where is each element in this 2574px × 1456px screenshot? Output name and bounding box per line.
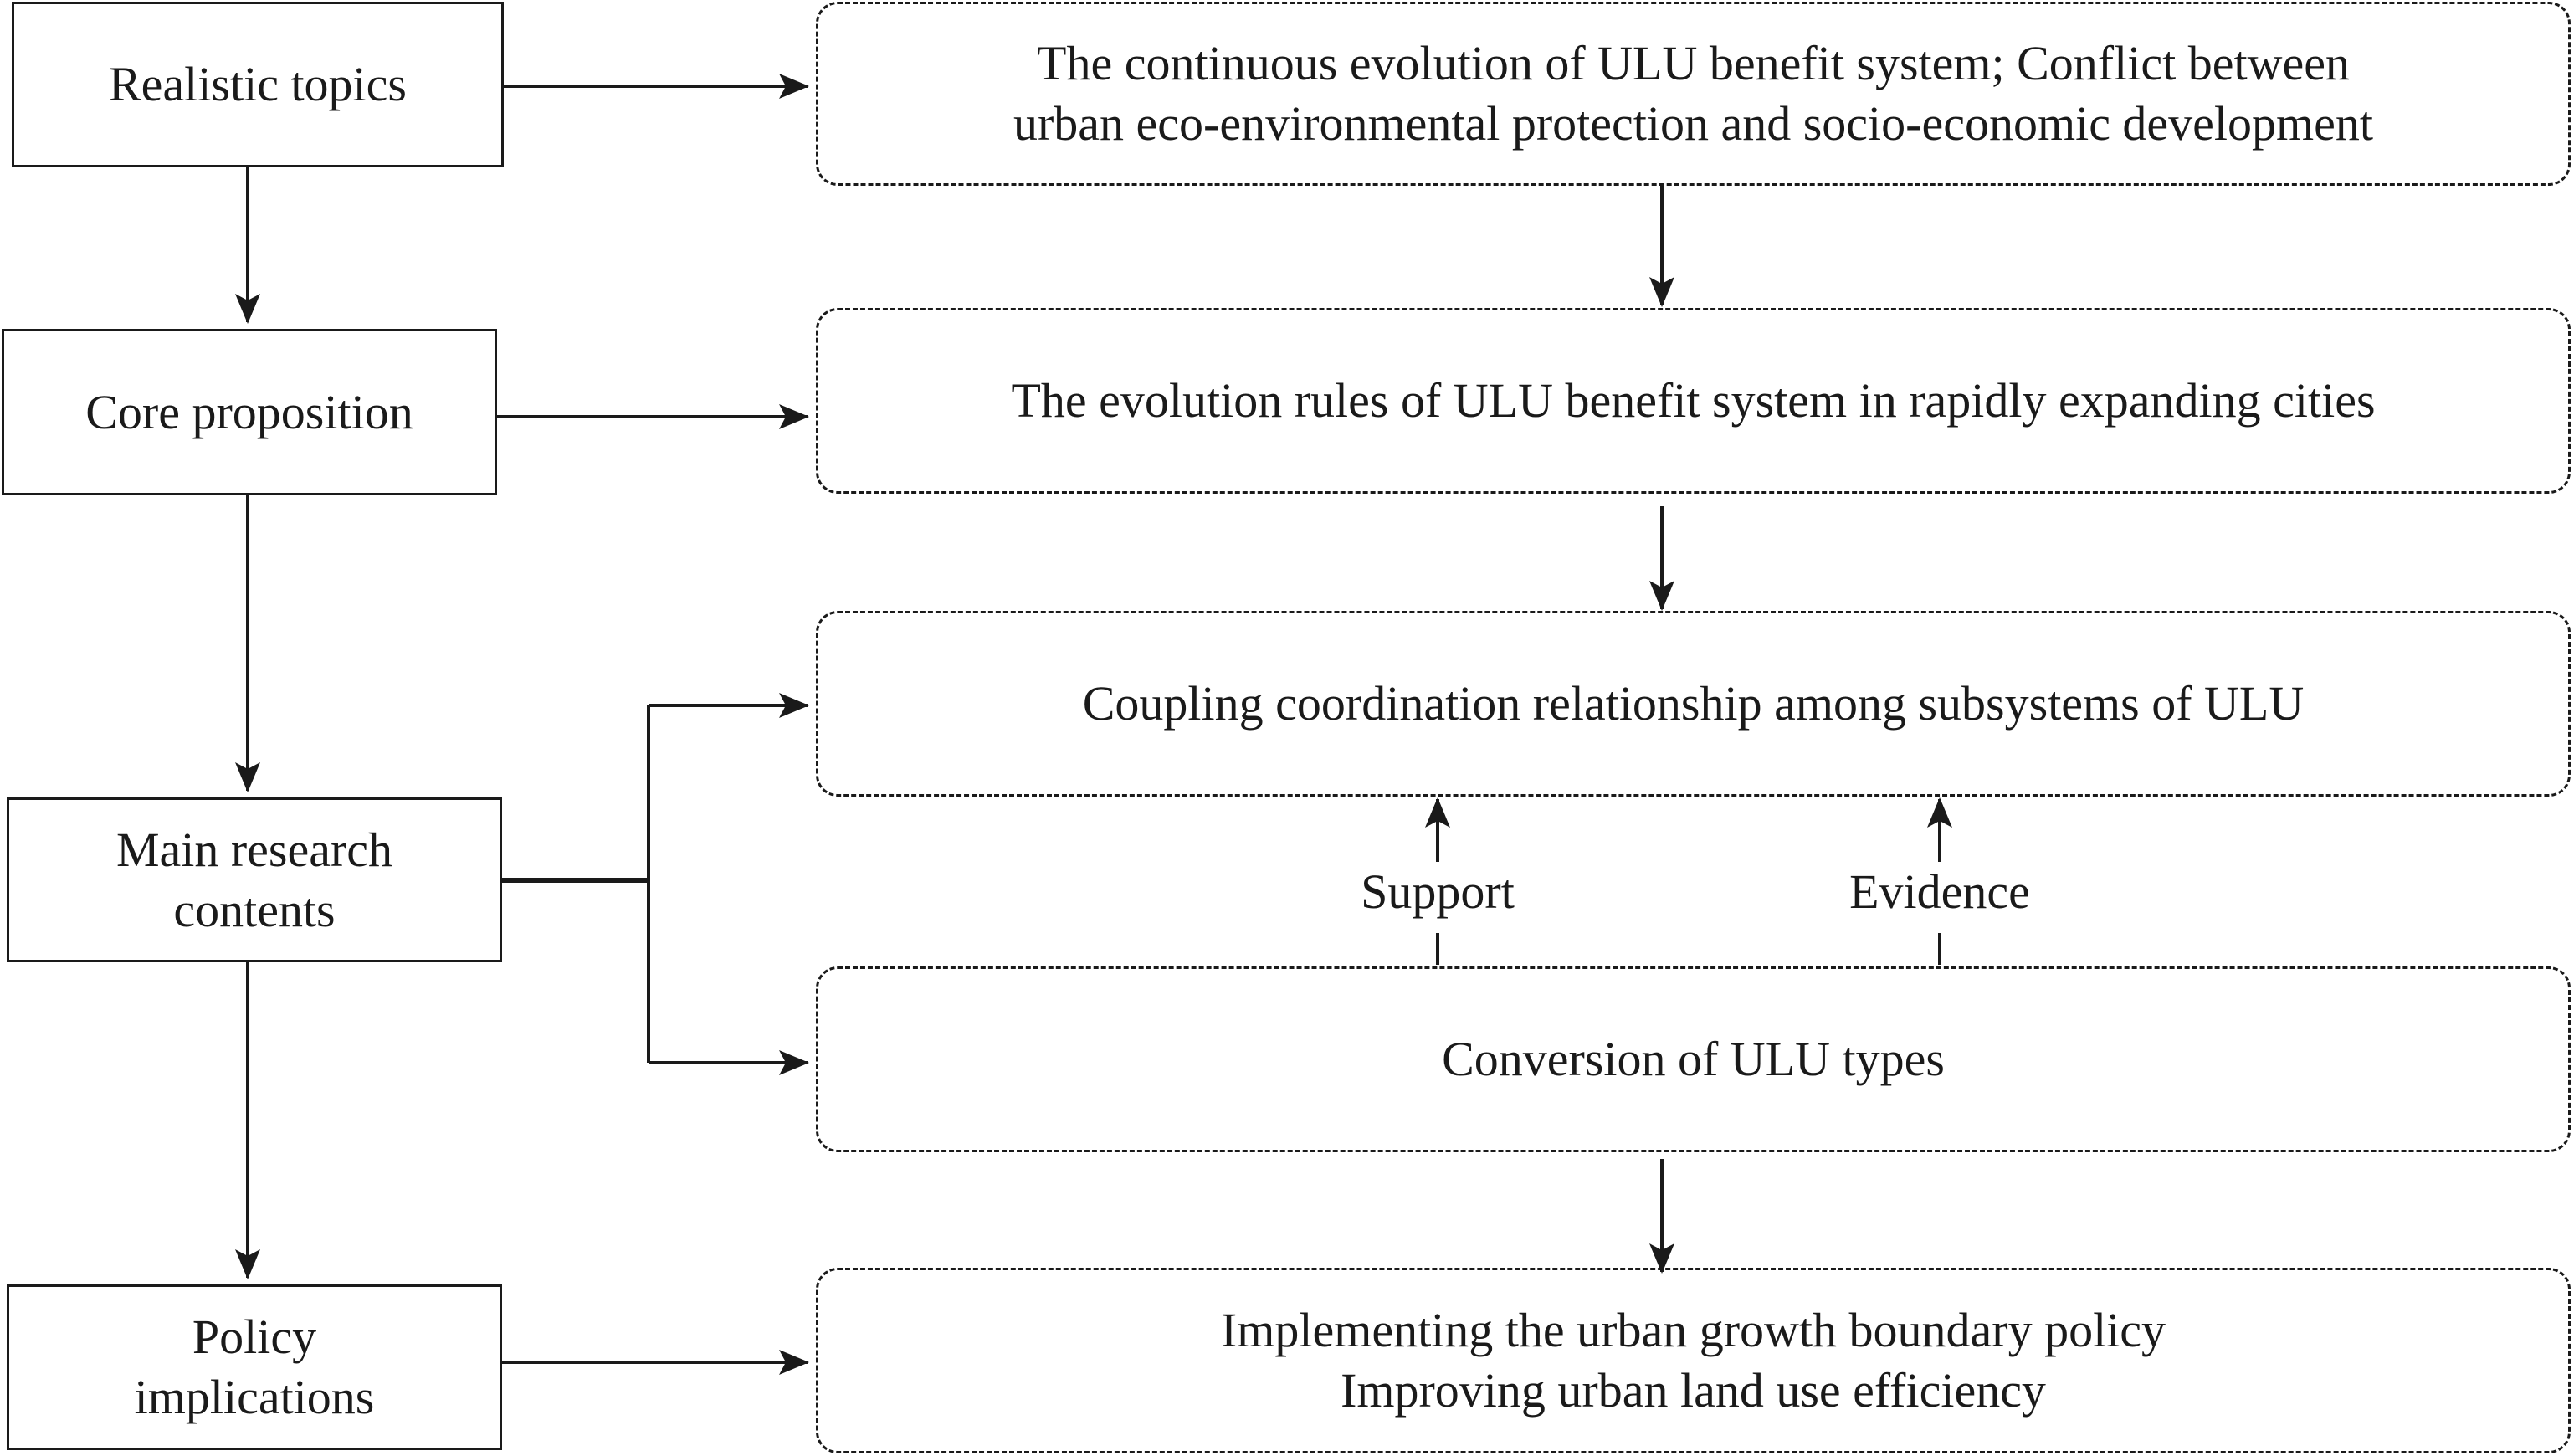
ulu-type-conversion-label: Conversion of ULU types	[1442, 1032, 1945, 1086]
evolution-conflict-line1: The continuous evolution of ULU benefit …	[1037, 36, 2350, 90]
evolution-conflict-line2: urban eco-environmental protection and s…	[1013, 96, 2374, 151]
policy-implications-box: Policy implications	[7, 1284, 502, 1450]
main-research-contents-label: Main research contents	[115, 822, 393, 937]
core-proposition-box: Core proposition	[2, 329, 497, 495]
coupling-coordination-box: Coupling coordination relationship among…	[816, 611, 2571, 797]
evidence-label: Evidence	[1849, 864, 2030, 919]
policy-implications-label: Policy implications	[134, 1310, 375, 1424]
realistic-topics-label: Realistic topics	[109, 57, 407, 111]
policy-actions-line1: Implementing the urban growth boundary p…	[1220, 1303, 2166, 1357]
realistic-topics-box: Realistic topics	[12, 2, 504, 167]
support-label: Support	[1361, 864, 1515, 919]
main-research-contents-box: Main research contents	[7, 797, 502, 962]
evolution-conflict-box: The continuous evolution of ULU benefit …	[816, 2, 2571, 186]
evolution-rules-box: The evolution rules of ULU benefit syste…	[816, 308, 2571, 494]
coupling-coordination-label: Coupling coordination relationship among…	[1082, 676, 2305, 731]
core-proposition-label: Core proposition	[85, 384, 413, 439]
ulu-type-conversion-box: Conversion of ULU types	[816, 966, 2571, 1152]
policy-actions-line2: Improving urban land use efficiency	[1341, 1363, 2046, 1418]
policy-actions-box: Implementing the urban growth boundary p…	[816, 1268, 2571, 1453]
evolution-rules-label: The evolution rules of ULU benefit syste…	[1011, 373, 2376, 428]
